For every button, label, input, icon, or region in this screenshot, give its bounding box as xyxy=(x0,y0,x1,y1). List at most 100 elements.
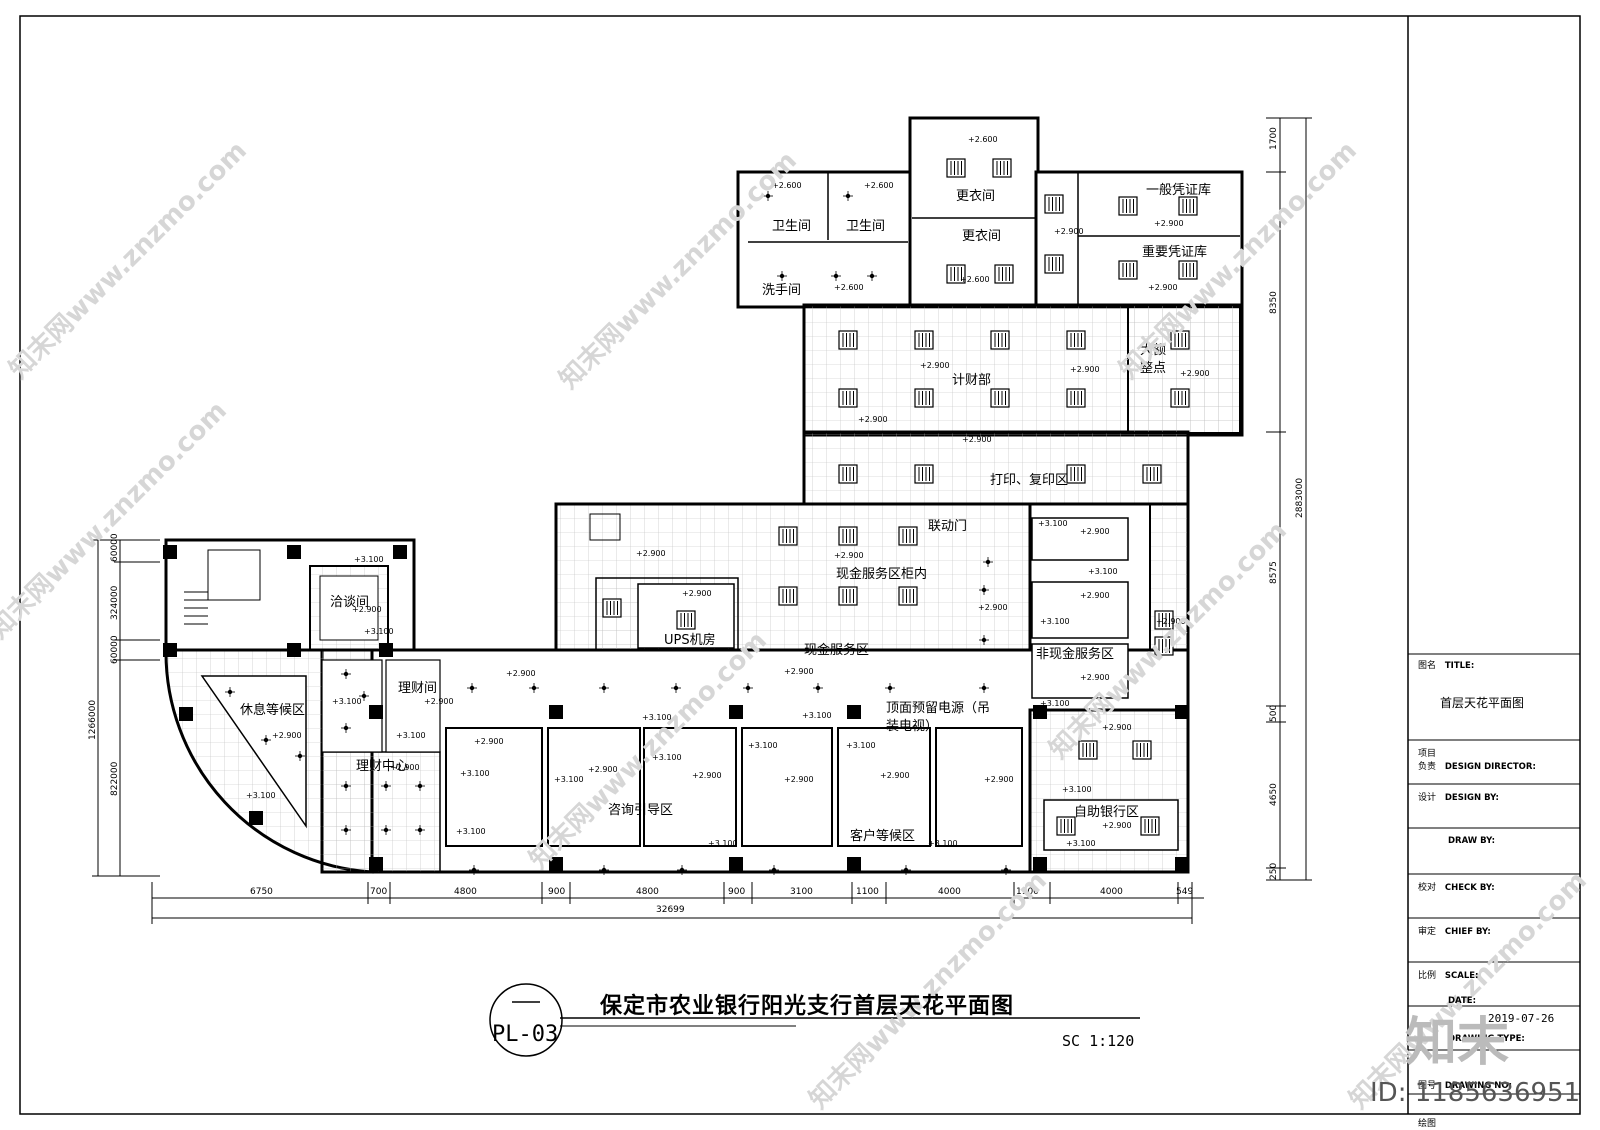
room-toilet-2: 卫生间 xyxy=(846,219,885,234)
room-finance-center: 理财中心 xyxy=(356,759,408,774)
room-self-service: 自助银行区 xyxy=(1074,805,1139,820)
drawing-title-symbol xyxy=(489,983,1140,1057)
room-consult: 咨询引导区 xyxy=(608,803,673,818)
tb-chief-row: 审定 CHIEF BY: xyxy=(1418,927,1491,937)
room-large-count-1: 大额 xyxy=(1140,343,1166,358)
svg-text:822000: 822000 xyxy=(110,761,120,796)
svg-text:549: 549 xyxy=(1176,887,1193,897)
svg-text:+2.900: +2.900 xyxy=(588,765,618,774)
room-power-note-1: 顶面预留电源（吊 xyxy=(886,701,990,716)
svg-text:+3.100: +3.100 xyxy=(652,753,682,762)
svg-text:+2.900: +2.900 xyxy=(920,361,950,370)
room-cash-counter: 现金服务区柜内 xyxy=(836,566,927,582)
svg-text:+2.900: +2.900 xyxy=(506,669,536,678)
svg-text:+2.900: +2.900 xyxy=(636,549,666,558)
svg-text:+2.600: +2.600 xyxy=(772,181,802,190)
tb-design-row: 设计 DESIGN BY: xyxy=(1418,793,1499,803)
svg-text:4650: 4650 xyxy=(1269,783,1279,806)
room-vault-important: 重要凭证库 xyxy=(1142,244,1207,260)
svg-text:+2.900: +2.900 xyxy=(784,667,814,676)
svg-text:+3.100: +3.100 xyxy=(246,791,276,800)
room-print: 打印、复印区 xyxy=(990,473,1068,488)
room-accounting: 计财部 xyxy=(952,373,991,388)
svg-text:+3.100: +3.100 xyxy=(1040,699,1070,708)
tb-draw-row: DRAW BY: xyxy=(1448,836,1495,846)
room-locker-1: 更衣间 xyxy=(956,188,995,204)
room-power-note-2: 装电视） xyxy=(886,719,938,734)
svg-text:+2.900: +2.900 xyxy=(984,775,1014,784)
svg-text:+2.900: +2.900 xyxy=(834,551,864,560)
svg-text:4800: 4800 xyxy=(636,887,659,897)
svg-text:+2.900: +2.900 xyxy=(1156,617,1186,626)
svg-text:+2.900: +2.900 xyxy=(272,731,302,740)
svg-text:500: 500 xyxy=(1269,705,1279,722)
svg-text:900: 900 xyxy=(728,887,745,897)
svg-text:700: 700 xyxy=(370,887,387,897)
svg-text:+2.900: +2.900 xyxy=(352,605,382,614)
svg-text:+2.900: +2.900 xyxy=(1148,283,1178,292)
svg-text:+2.600: +2.600 xyxy=(968,135,998,144)
svg-text:250: 250 xyxy=(1269,863,1279,880)
tb-drawer-row: 绘图 xyxy=(1418,1119,1437,1129)
svg-text:+2.900: +2.900 xyxy=(1154,219,1184,228)
svg-text:+3.100: +3.100 xyxy=(1088,567,1118,576)
svg-text:324000: 324000 xyxy=(110,585,120,620)
tb-title-value: 首层天花平面图 xyxy=(1440,696,1525,710)
svg-text:+2.900: +2.900 xyxy=(1102,821,1132,830)
svg-text:+2.900: +2.900 xyxy=(390,763,420,772)
tb-date-row: DATE: xyxy=(1448,996,1476,1006)
svg-text:+3.100: +3.100 xyxy=(1062,785,1092,794)
svg-text:+2.900: +2.900 xyxy=(1180,369,1210,378)
svg-text:+3.100: +3.100 xyxy=(396,731,426,740)
svg-text:+2.900: +2.900 xyxy=(682,589,712,598)
elevation-tags: +2.600 +2.600 +2.600 +2.600 +2.600 +2.90… xyxy=(246,135,1210,848)
svg-text:+2.600: +2.600 xyxy=(960,275,990,284)
room-cash-service: 现金服务区 xyxy=(804,642,869,658)
svg-text:+3.100: +3.100 xyxy=(332,697,362,706)
svg-text:3100: 3100 xyxy=(790,887,813,897)
svg-text:+3.100: +3.100 xyxy=(364,627,394,636)
room-negotiation: 洽谈间 xyxy=(330,595,369,610)
svg-text:+3.100: +3.100 xyxy=(748,741,778,750)
sheet-number: PL-03 xyxy=(492,1022,559,1047)
svg-text:+2.900: +2.900 xyxy=(1080,673,1110,682)
watermark-id: ID: 1185636951 xyxy=(1370,1078,1581,1108)
room-locker-2: 更衣间 xyxy=(962,228,1001,244)
svg-text:6750: 6750 xyxy=(250,887,273,897)
room-ups: UPS机房 xyxy=(664,632,716,648)
svg-text:+3.100: +3.100 xyxy=(1038,519,1068,528)
svg-text:+3.100: +3.100 xyxy=(554,775,584,784)
room-non-cash: 非现金服务区 xyxy=(1036,646,1114,662)
svg-text:+3.100: +3.100 xyxy=(354,555,384,564)
svg-text:8350: 8350 xyxy=(1269,291,1279,314)
svg-text:+3.100: +3.100 xyxy=(1066,839,1096,848)
room-rest: 休息等候区 xyxy=(240,702,305,718)
svg-text:+2.900: +2.900 xyxy=(1054,227,1084,236)
tb-director-row: 项目负责 DESIGN DIRECTOR: xyxy=(1418,749,1536,772)
dimension-left: 60000 324000 60000 822000 1266000 xyxy=(88,533,160,877)
tb-date-value: 2019-07-26 xyxy=(1488,1012,1555,1025)
svg-text:+3.100: +3.100 xyxy=(460,769,490,778)
svg-text:+2.900: +2.900 xyxy=(1080,527,1110,536)
tb-number-row: 图号 DRAWING NO: xyxy=(1418,1081,1512,1091)
tb-scale-row: 比例 SCALE: xyxy=(1418,971,1479,981)
svg-text:+2.600: +2.600 xyxy=(864,181,894,190)
svg-text:60000: 60000 xyxy=(110,635,120,664)
svg-text:900: 900 xyxy=(548,887,565,897)
svg-text:+3.100: +3.100 xyxy=(642,713,672,722)
svg-text:+2.900: +2.900 xyxy=(424,697,454,706)
room-washroom: 洗手间 xyxy=(762,283,801,298)
svg-text:1100: 1100 xyxy=(1016,887,1039,897)
svg-text:+2.900: +2.900 xyxy=(1102,723,1132,732)
svg-text:+3.100: +3.100 xyxy=(1040,617,1070,626)
svg-text:1100: 1100 xyxy=(856,887,879,897)
svg-text:4800: 4800 xyxy=(454,887,477,897)
svg-text:+2.900: +2.900 xyxy=(692,771,722,780)
svg-text:32699: 32699 xyxy=(656,905,685,915)
tb-check-row: 校对 CHECK BY: xyxy=(1418,883,1495,893)
svg-text:+2.600: +2.600 xyxy=(834,283,864,292)
tb-title-row: 图名 TITLE: xyxy=(1418,661,1475,671)
svg-text:知末网www.znzmo.com: 知末网www.znzmo.com xyxy=(4,136,253,385)
svg-text:4000: 4000 xyxy=(1100,887,1123,897)
svg-text:4000: 4000 xyxy=(938,887,961,897)
